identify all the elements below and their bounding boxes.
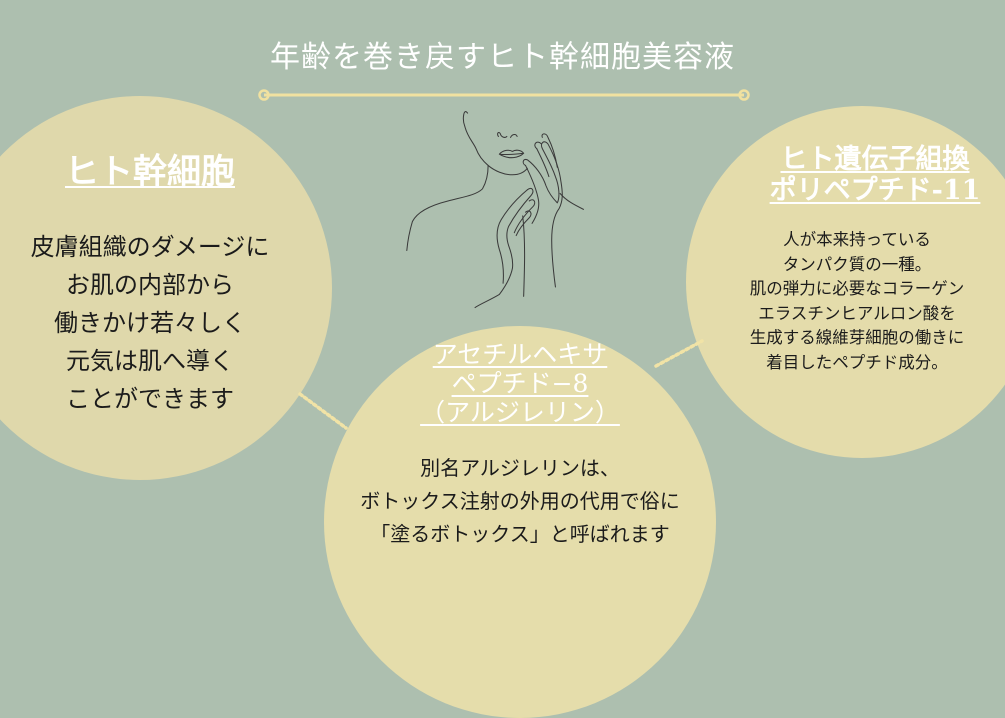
- title-divider-line: [258, 89, 750, 101]
- heading-line: ヒト遺伝子組換: [780, 144, 970, 175]
- description-line: タンパク質の一種。: [782, 254, 932, 274]
- description-line: ことができます: [66, 385, 234, 413]
- heading-line: ペプチド−8: [451, 369, 589, 398]
- heading-line: アセチルヘキサ: [432, 340, 608, 369]
- argireline-heading: アセチルヘキサ ペプチド−8 （アルジレリン）: [395, 340, 645, 427]
- stem-cell-heading: ヒト幹細胞: [65, 152, 235, 192]
- stem-cell-description: 皮膚組織のダメージに お肌の内部から 働きかけ若々しく 元気は肌へ導く ことがで…: [0, 228, 300, 418]
- description-line: エラスチンヒアルロン酸を: [758, 303, 956, 323]
- page-title: 年齢を巻き戻すヒト幹細胞美容液: [270, 40, 735, 75]
- description-line: 人が本来持っている: [783, 230, 931, 249]
- description-line: 元気は肌へ導く: [66, 347, 234, 375]
- argireline-description: 別名アルジレリンは、 ボトックス注射の外用の代用で俗に 「塗るボトックス」と呼ば…: [318, 452, 722, 551]
- polypeptide-11-description: 人が本来持っている タンパク質の一種。 肌の弾力に必要なコラーゲン エラスチンヒ…: [712, 228, 1002, 375]
- description-line: 働きかけ若々しく: [54, 309, 246, 337]
- description-line: ボトックス注射の外用の代用で俗に: [360, 489, 680, 513]
- description-line: 肌の弾力に必要なコラーゲン: [749, 279, 965, 298]
- face-hands-line-art-icon: [406, 111, 584, 309]
- description-line: 「塗るボトックス」と呼ばれます: [370, 522, 670, 546]
- description-line: 着目したペプチド成分。: [766, 352, 948, 372]
- description-line: お肌の内部から: [66, 271, 234, 299]
- left-info-circle: [0, 96, 332, 480]
- right-connector-dots: [654, 339, 704, 368]
- heading-line: （アルジレリン）: [420, 398, 620, 427]
- description-line: 生成する線維芽細胞の働きに: [749, 328, 965, 347]
- description-line: 皮膚組織のダメージに: [30, 233, 270, 261]
- right-info-circle: [686, 106, 1005, 458]
- left-connector-dots: [298, 392, 348, 430]
- description-line: 別名アルジレリンは、: [420, 456, 620, 480]
- heading-line: ポリペプチド-11: [769, 175, 981, 206]
- polypeptide-11-heading: ヒト遺伝子組換 ポリペプチド-11: [745, 144, 1005, 206]
